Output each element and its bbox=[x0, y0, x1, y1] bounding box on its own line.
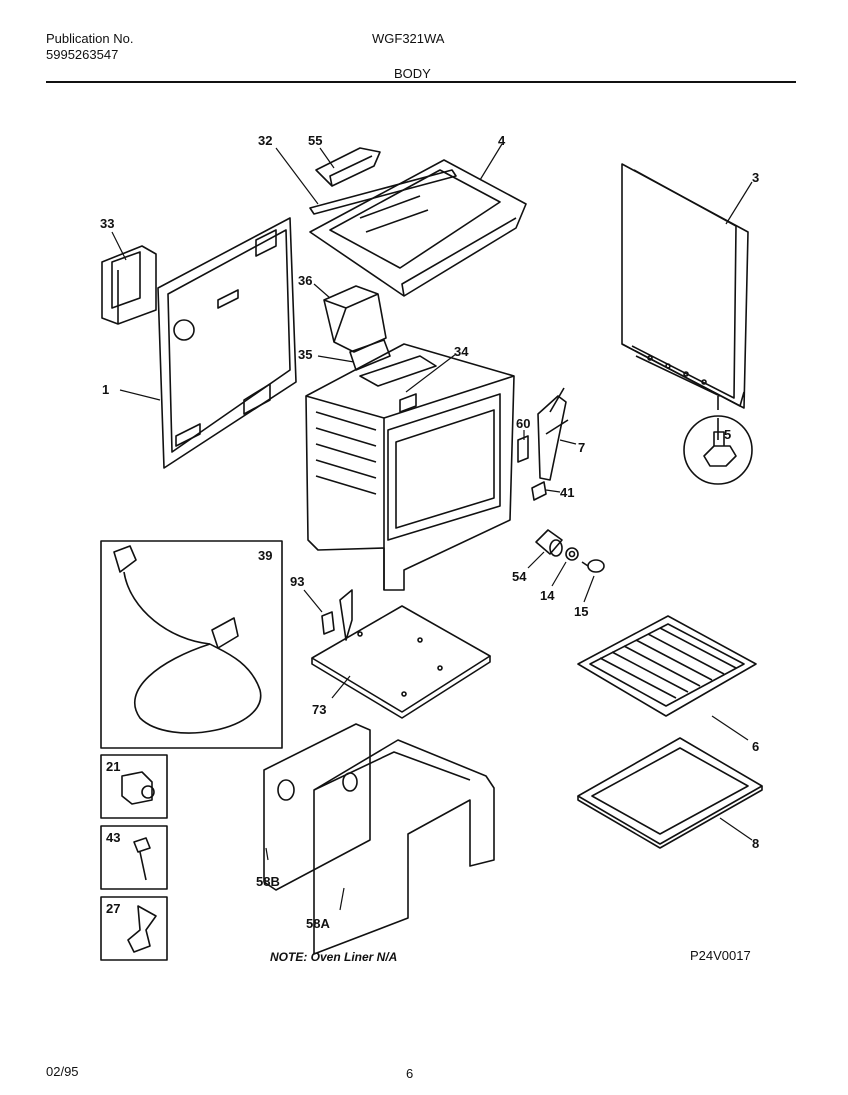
part-5-leveling-leg bbox=[683, 396, 753, 485]
part-93-fastener bbox=[321, 589, 353, 641]
callout-36: 36 bbox=[298, 273, 312, 288]
callout-60: 60 bbox=[516, 416, 530, 431]
callout-58b: 58B bbox=[256, 874, 280, 889]
part-3-side-panel bbox=[621, 163, 749, 409]
part-58a-storage-drawer bbox=[313, 739, 495, 955]
callout-54: 54 bbox=[512, 569, 527, 584]
part-15-bulb bbox=[581, 559, 605, 573]
part-55-bracket bbox=[315, 147, 381, 187]
callout-3: 3 bbox=[752, 170, 759, 185]
part-60-bracket bbox=[517, 435, 529, 463]
page-number: 6 bbox=[406, 1066, 414, 1081]
callout-8: 8 bbox=[752, 836, 759, 851]
callout-32: 32 bbox=[258, 133, 272, 148]
publication-label: Publication No. bbox=[46, 31, 134, 46]
part-1-back-panel bbox=[157, 217, 297, 469]
part-32-strip bbox=[309, 169, 457, 215]
oven-liner-note: NOTE: Oven Liner N/A bbox=[270, 950, 398, 964]
part-4-top-tray bbox=[309, 159, 527, 297]
header-divider bbox=[46, 81, 796, 83]
callout-73: 73 bbox=[312, 702, 326, 717]
callout-1: 1 bbox=[102, 382, 109, 397]
callout-35: 35 bbox=[298, 347, 312, 362]
callout-55: 55 bbox=[308, 133, 322, 148]
callout-14: 14 bbox=[540, 588, 555, 603]
leader-lines bbox=[111, 143, 753, 911]
model-number: WGF321WA bbox=[372, 31, 445, 46]
callout-43: 43 bbox=[106, 830, 120, 845]
section-title: BODY bbox=[394, 66, 431, 81]
callout-15: 15 bbox=[574, 604, 588, 619]
part-33-junction-box bbox=[101, 245, 157, 325]
part-35-flue-piece bbox=[349, 339, 391, 371]
callout-6: 6 bbox=[752, 739, 759, 754]
callout-33: 33 bbox=[100, 216, 114, 231]
part-73-oven-bottom bbox=[311, 605, 491, 719]
part-27-box bbox=[100, 896, 168, 961]
callout-7: 7 bbox=[578, 440, 585, 455]
part-36-flue-duct bbox=[323, 285, 387, 353]
part-54-light-socket bbox=[535, 529, 563, 557]
part-8-broiler-pan bbox=[577, 737, 763, 849]
callout-27: 27 bbox=[106, 901, 120, 916]
callout-58a: 58A bbox=[306, 916, 330, 931]
callout-34: 34 bbox=[454, 344, 469, 359]
part-34-oven-body bbox=[305, 343, 515, 591]
callout-5: 5 bbox=[724, 427, 731, 442]
publication-number: 5995263547 bbox=[46, 47, 119, 62]
callout-21: 21 bbox=[106, 759, 120, 774]
callout-4: 4 bbox=[498, 133, 506, 148]
part-6-oven-rack bbox=[577, 615, 757, 717]
part-41-latch bbox=[531, 481, 547, 501]
callout-39: 39 bbox=[258, 548, 272, 563]
footer-date: 02/95 bbox=[46, 1064, 79, 1079]
callout-93: 93 bbox=[290, 574, 304, 589]
part-39-power-cord bbox=[100, 540, 283, 749]
callout-41: 41 bbox=[560, 485, 574, 500]
part-58b-kick-panel bbox=[263, 723, 371, 891]
figure-code: P24V0017 bbox=[690, 948, 751, 963]
part-43-box bbox=[100, 825, 168, 890]
part-14-ring bbox=[565, 547, 579, 561]
part-7-hinge bbox=[537, 387, 569, 481]
part-21-box bbox=[100, 754, 168, 819]
